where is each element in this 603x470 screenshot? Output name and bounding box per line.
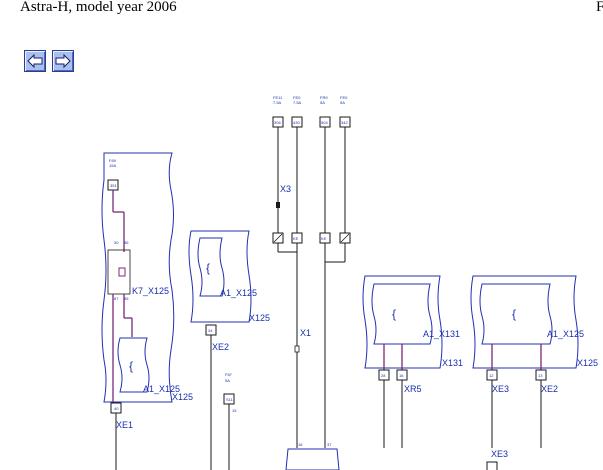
arrow-right-icon [55, 54, 71, 68]
title-fragment: F [596, 0, 603, 15]
back-button[interactable] [24, 50, 46, 72]
x125-right-label: X125 [577, 358, 598, 368]
svg-text:40: 40 [114, 406, 119, 411]
svg-text:13: 13 [538, 373, 543, 378]
svg-text:86: 86 [124, 240, 129, 245]
svg-text:F69: F69 [109, 158, 117, 163]
svg-text:F87: F87 [225, 372, 233, 377]
left-module: F69 15A 351 30 86 87 85 K7_X125 { A1_X12… [101, 152, 193, 470]
page-title: Astra-H, model year 2006 [20, 0, 177, 15]
svg-text:28: 28 [381, 373, 386, 378]
svg-text:351: 351 [110, 183, 117, 188]
svg-text:15A: 15A [109, 163, 116, 168]
mid-left-module: { A1_X125 X125 34 XE2 F87 5A S11 15 [188, 230, 270, 470]
svg-text:37: 37 [327, 442, 332, 447]
svg-text:30: 30 [114, 240, 119, 245]
a1-x125-left-label: A1_X125 [143, 384, 180, 394]
x125-left-label: X125 [172, 392, 193, 402]
xr5-label: XR5 [404, 384, 422, 394]
xe2-right-label: XE2 [541, 384, 558, 394]
k7-label: K7_X125 [132, 286, 169, 296]
x131-module: { A1_X131 X131 28 16 XR5 [362, 275, 463, 448]
x131-label: X131 [442, 358, 463, 368]
svg-text:16: 16 [298, 442, 303, 447]
svg-text:S11: S11 [226, 397, 234, 402]
svg-text:85: 85 [124, 296, 129, 301]
svg-text:12: 12 [489, 373, 494, 378]
svg-text:{: { [392, 307, 396, 321]
a1-x131-label: A1_X131 [423, 329, 460, 339]
forward-button[interactable] [52, 50, 74, 72]
svg-text:FE0: FE0 [293, 95, 301, 100]
svg-text:34: 34 [208, 328, 213, 333]
x1-label: X1 [300, 328, 311, 338]
svg-text:FR9: FR9 [320, 95, 328, 100]
svg-text:{: { [206, 261, 210, 275]
a1-x125-right-label: A1_X125 [547, 329, 584, 339]
svg-text:FE11: FE11 [273, 95, 283, 100]
svg-text:KE: KE [293, 236, 299, 241]
svg-text:430: 430 [293, 120, 300, 125]
svg-text:7.5A: 7.5A [273, 100, 282, 105]
xe3-a-label: XE3 [492, 384, 509, 394]
svg-text:{: { [512, 307, 516, 321]
svg-text:7.5A: 7.5A [293, 100, 302, 105]
svg-text:306: 306 [274, 120, 281, 125]
xe3-b-label: XE3 [491, 449, 508, 459]
arrow-left-icon [27, 54, 43, 68]
svg-text:87: 87 [114, 296, 119, 301]
xe1-label: XE1 [116, 420, 133, 430]
svg-text:5A: 5A [320, 100, 325, 105]
svg-text:FE0: FE0 [340, 95, 348, 100]
x3-label: X3 [280, 184, 291, 194]
x125-mid-label: X125 [249, 313, 270, 323]
xe2-left-label: XE2 [212, 342, 229, 352]
svg-text:15: 15 [232, 408, 237, 413]
svg-text:16: 16 [399, 373, 404, 378]
svg-text:{: { [129, 359, 133, 373]
svg-text:KE: KE [321, 236, 327, 241]
svg-text:342: 342 [341, 120, 348, 125]
a1-x125-mid-label: A1_X125 [220, 288, 257, 298]
x125-right-module: { A1_X125 X125 12 13 XE3 XE2 XE3 [470, 275, 598, 470]
svg-text:5A: 5A [340, 100, 345, 105]
svg-text:504: 504 [321, 120, 328, 125]
svg-text:5A: 5A [225, 378, 230, 383]
